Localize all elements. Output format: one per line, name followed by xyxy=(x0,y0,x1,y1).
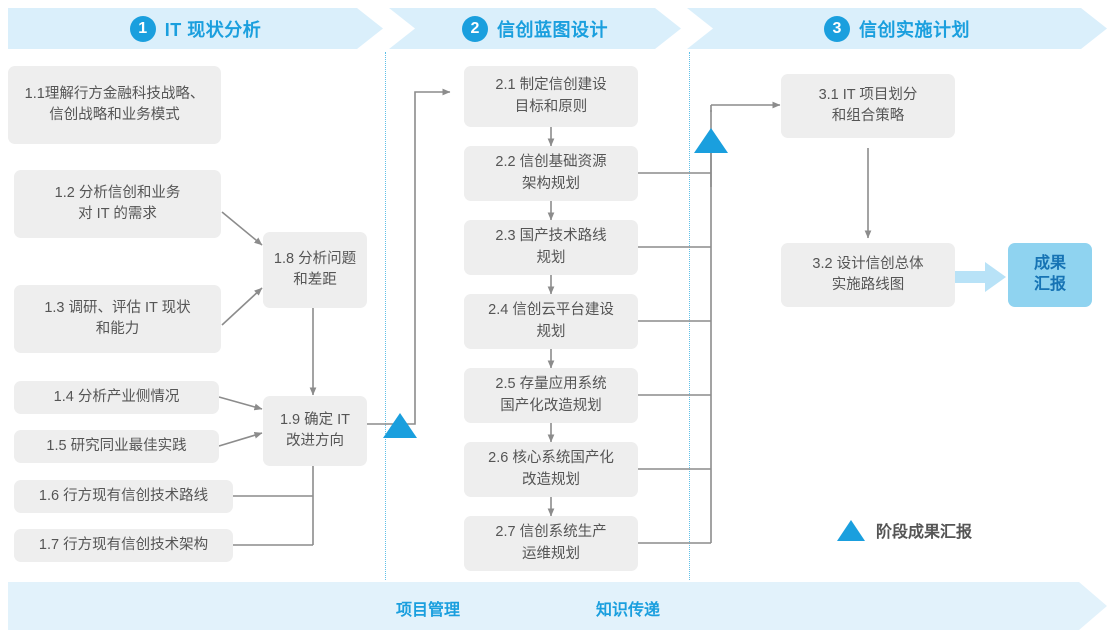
task-label-2-5: 2.5 存量应用系统 国产化改造规划 xyxy=(495,376,607,414)
task-label-2-6: 2.6 核心系统国产化 改造规划 xyxy=(488,450,614,488)
task-box-2-7[interactable]: 2.7 信创系统生产 运维规划 xyxy=(464,516,638,571)
task-label-1-6: 1.6 行方现有信创技术路线 xyxy=(38,487,209,504)
task-box-2-2[interactable]: 2.2 信创基础资源 架构规划 xyxy=(464,146,638,201)
phase-header-2: 2 信创蓝图设计 xyxy=(462,16,608,42)
deliverable-arrow-icon xyxy=(955,262,1006,292)
phase-number-badge-2: 2 xyxy=(462,16,488,42)
task-box-3-2[interactable]: 3.2 设计信创总体 实施路线图 xyxy=(781,243,955,307)
task-box-2-5[interactable]: 2.5 存量应用系统 国产化改造规划 xyxy=(464,368,638,423)
task-box-2-4[interactable]: 2.4 信创云平台建设 规划 xyxy=(464,294,638,349)
task-label-2-4: 2.4 信创云平台建设 规划 xyxy=(488,302,614,340)
deliverable-label: 成果 汇报 xyxy=(1033,255,1066,293)
wire-1-3-to-1-8 xyxy=(221,287,263,326)
task-box-1-5[interactable]: 1.5 研究同业最佳实践 xyxy=(14,430,219,463)
legend-label: 阶段成果汇报 xyxy=(876,524,973,541)
phase-header-3: 3 信创实施计划 xyxy=(824,16,970,42)
task-label-2-7: 2.7 信创系统生产 运维规划 xyxy=(495,524,607,562)
milestone-triangle-phase1 xyxy=(383,413,417,438)
phase-number-badge-1: 1 xyxy=(130,16,156,42)
task-label-3-1: 3.1 IT 项目划分 和组合策略 xyxy=(818,86,918,124)
footer-label-project-management[interactable]: 项目管理 xyxy=(396,602,461,619)
task-label-2-3: 2.3 国产技术路线 规划 xyxy=(495,228,607,266)
footer-label-knowledge-transfer[interactable]: 知识传递 xyxy=(596,602,661,619)
triangle-up-icon xyxy=(837,519,865,541)
task-label-1-9: 1.9 确定 IT 改进方向 xyxy=(279,411,351,449)
task-label-1-4: 1.4 分析产业侧情况 xyxy=(53,388,180,405)
task-box-1-7[interactable]: 1.7 行方现有信创技术架构 xyxy=(14,529,233,562)
legend: 阶段成果汇报 xyxy=(837,518,972,542)
phase-title-3: 信创实施计划 xyxy=(859,19,970,40)
phase-header-1: 1 IT 现状分析 xyxy=(130,16,262,42)
task-box-2-6[interactable]: 2.6 核心系统国产化 改造规划 xyxy=(464,442,638,497)
task-box-2-3[interactable]: 2.3 国产技术路线 规划 xyxy=(464,220,638,275)
phase-band-2[interactable]: 2 信创蓝图设计 xyxy=(389,8,681,49)
wire-1-4-to-1-9 xyxy=(218,396,263,411)
column-divider-2 xyxy=(689,52,690,580)
task-label-1-2: 1.2 分析信创和业务 对 IT 的需求 xyxy=(54,184,181,222)
phase-band-3[interactable]: 3 信创实施计划 xyxy=(687,8,1107,49)
task-label-3-2: 3.2 设计信创总体 实施路线图 xyxy=(812,255,924,293)
phase-band-1[interactable]: 1 IT 现状分析 xyxy=(8,8,383,49)
task-label-1-8: 1.8 分析问题 和差距 xyxy=(273,250,357,288)
wire-1-5-to-1-9 xyxy=(218,431,263,447)
task-label-1-7: 1.7 行方现有信创技术架构 xyxy=(38,536,209,553)
column-divider-1 xyxy=(385,52,386,580)
task-box-3-1[interactable]: 3.1 IT 项目划分 和组合策略 xyxy=(781,74,955,138)
footer-band xyxy=(8,582,1107,630)
phase-title-2: 信创蓝图设计 xyxy=(497,19,608,40)
task-box-1-3[interactable]: 1.3 调研、评估 IT 现状 和能力 xyxy=(14,285,221,353)
phase-number-badge-3: 3 xyxy=(824,16,850,42)
task-label-1-3: 1.3 调研、评估 IT 现状 和能力 xyxy=(44,299,191,337)
milestone-triangle-phase2 xyxy=(694,128,728,153)
wire-1-2-to-1-8 xyxy=(221,211,263,246)
task-box-1-8[interactable]: 1.8 分析问题 和差距 xyxy=(263,232,367,308)
task-box-1-9[interactable]: 1.9 确定 IT 改进方向 xyxy=(263,396,367,466)
task-label-2-1: 2.1 制定信创建设 目标和原则 xyxy=(495,77,607,115)
wire-1-9-to-2-1 xyxy=(367,88,451,425)
task-box-2-1[interactable]: 2.1 制定信创建设 目标和原则 xyxy=(464,66,638,127)
task-label-1-1: 1.1理解行方金融科技战略、 信创战略和业务模式 xyxy=(24,85,205,123)
task-box-1-6[interactable]: 1.6 行方现有信创技术路线 xyxy=(14,480,233,513)
task-box-1-2[interactable]: 1.2 分析信创和业务 对 IT 的需求 xyxy=(14,170,221,238)
phase-title-1: IT 现状分析 xyxy=(164,19,262,40)
task-label-1-5: 1.5 研究同业最佳实践 xyxy=(46,437,187,454)
task-box-1-1[interactable]: 1.1理解行方金融科技战略、 信创战略和业务模式 xyxy=(8,66,221,144)
deliverable-box[interactable]: 成果 汇报 xyxy=(1008,243,1092,307)
task-label-2-2: 2.2 信创基础资源 架构规划 xyxy=(495,154,607,192)
task-box-1-4[interactable]: 1.4 分析产业侧情况 xyxy=(14,381,219,414)
